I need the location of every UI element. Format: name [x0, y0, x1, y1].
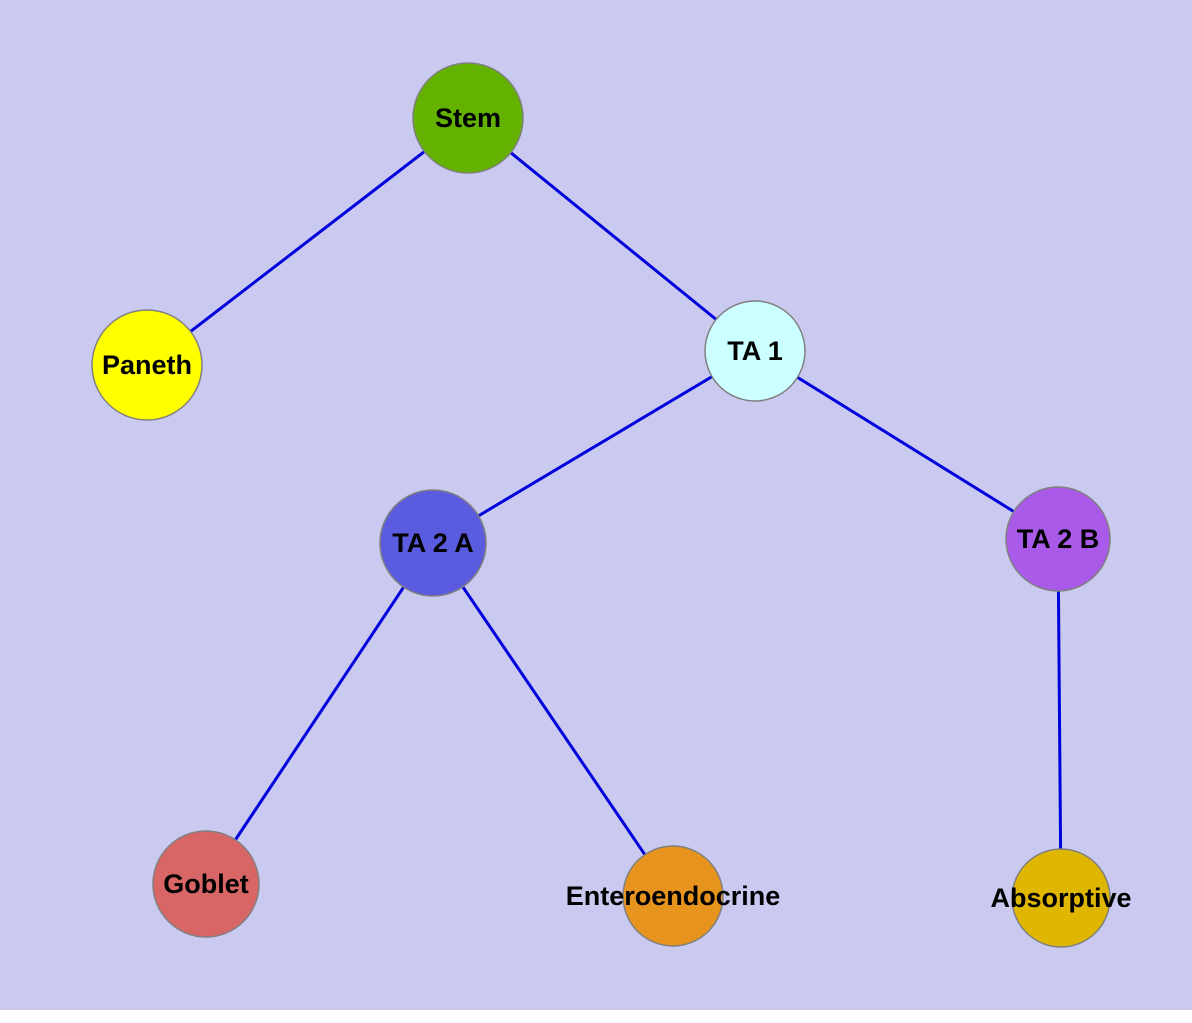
node-circle-paneth[interactable]: [91, 309, 203, 421]
edge-stem-ta-1[interactable]: [467, 116, 756, 353]
edge-ta-2-b-absorptive[interactable]: [1056, 538, 1063, 899]
node-ta-1[interactable]: TA 1: [704, 300, 806, 402]
node-circle-goblet[interactable]: [152, 830, 260, 938]
edge-ta-2-a-goblet[interactable]: [204, 542, 435, 885]
edge-ta-1-ta-2-a[interactable]: [432, 349, 756, 545]
node-circle-stem[interactable]: [412, 62, 524, 174]
node-paneth[interactable]: Paneth: [91, 309, 203, 421]
node-circle-ta-1[interactable]: [704, 300, 806, 402]
node-stem[interactable]: Stem: [412, 62, 524, 174]
edge-ta-1-ta-2-b[interactable]: [754, 349, 1059, 541]
node-circle-absorptive[interactable]: [1011, 848, 1111, 948]
node-ta-2-b[interactable]: TA 2 B: [1005, 486, 1111, 592]
node-goblet[interactable]: Goblet: [152, 830, 260, 938]
node-ta-2-a[interactable]: TA 2 A: [379, 489, 487, 597]
edge-stem-paneth[interactable]: [146, 116, 469, 367]
canvas-bottom-strip: [0, 1010, 1192, 1023]
node-circle-enteroendocrine[interactable]: [622, 845, 724, 947]
node-circle-ta-2-b[interactable]: [1005, 486, 1111, 592]
edge-ta-2-a-enteroendocrine[interactable]: [431, 542, 675, 897]
node-circle-ta-2-a[interactable]: [379, 489, 487, 597]
